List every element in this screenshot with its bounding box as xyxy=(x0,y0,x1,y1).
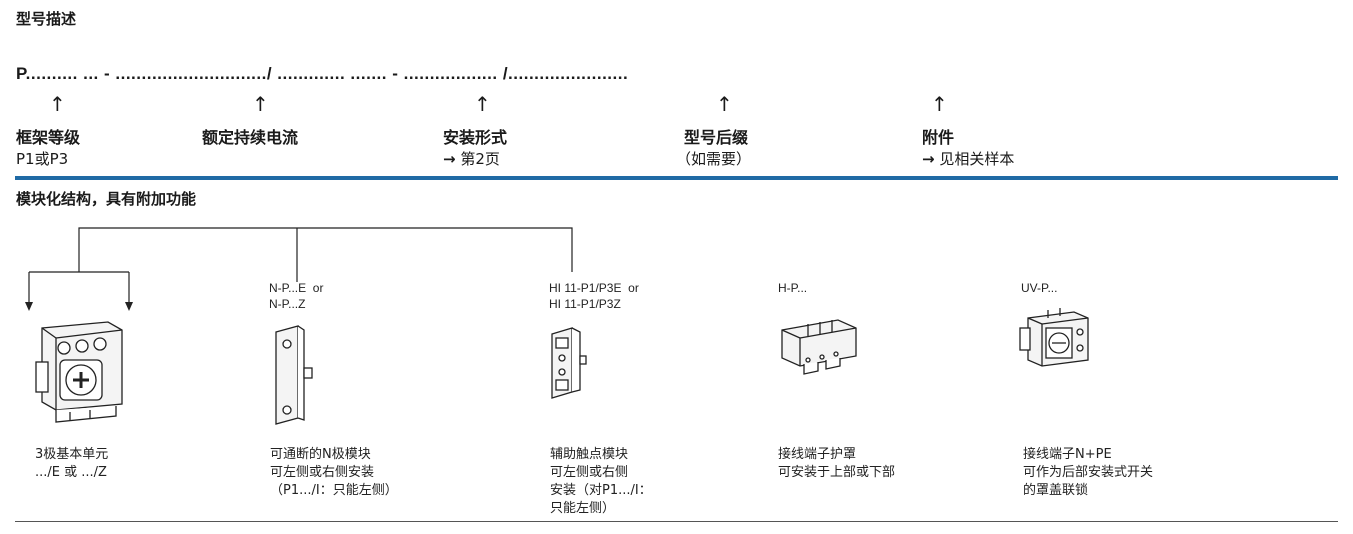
item-name-terminal-npe: UV-P... xyxy=(1021,281,1058,295)
arrow-up-icon: ↑ xyxy=(931,92,948,116)
field-sub-frame-size: P1或P3 xyxy=(16,150,69,168)
field-sub-mounting-type: → 第2页 xyxy=(443,150,500,168)
item-desc-aux-contact-module: 辅助触点模块 可左侧或右侧 安装（对P1.../I： 只能左侧） xyxy=(550,447,652,516)
field-label-accessories: 附件 xyxy=(922,128,955,147)
field-label-mounting-type: 安装形式 xyxy=(443,128,508,147)
field-sub-accessories: → 见相关样本 xyxy=(922,150,1015,168)
item-desc-terminal-shroud: 接线端子护罩 可安装于上部或下部 xyxy=(778,447,896,480)
item-name-aux-contact-module: HI 11-P1/P3E or HI 11-P1/P3Z xyxy=(549,281,639,311)
item-desc-terminal-npe: 接线端子N+PE 可作为后部安装式开关 的罩盖联锁 xyxy=(1023,447,1154,498)
item-desc-n-pole-module: 可通断的N极模块 可左侧或右侧安装 （P1.../I：只能左侧） xyxy=(270,447,398,498)
item-name-n-pole-module: N-P...E or N-P...Z xyxy=(269,281,324,311)
arrow-right-icon: → xyxy=(922,150,935,168)
terminal-npe-icon xyxy=(1019,308,1089,367)
section-title-model-description: 型号描述 xyxy=(16,10,77,28)
arrow-up-icon: ↑ xyxy=(49,92,66,116)
item-name-terminal-shroud: H-P... xyxy=(778,281,808,295)
bottom-divider xyxy=(15,521,1338,522)
arrow-up-icon: ↑ xyxy=(474,92,491,116)
arrow-right-icon: → xyxy=(443,150,456,168)
field-label-rated-current: 额定持续电流 xyxy=(202,128,299,147)
arrow-up-icon: ↑ xyxy=(716,92,733,116)
field-label-frame-size: 框架等级 xyxy=(16,128,81,147)
field-label-suffix: 型号后缀 xyxy=(684,128,749,147)
aux-contact-module-icon xyxy=(551,327,587,399)
section-divider xyxy=(15,176,1338,180)
n-pole-module-icon xyxy=(275,325,313,425)
model-code-pattern: P.......... ... - ......................… xyxy=(16,64,629,83)
base-unit-3pole-icon xyxy=(35,321,123,423)
terminal-shroud-icon xyxy=(781,319,857,375)
arrow-up-icon: ↑ xyxy=(252,92,269,116)
field-sub-suffix: （如需要） xyxy=(676,150,752,168)
section-title-modular-structure: 模块化结构，具有附加功能 xyxy=(16,190,197,208)
item-desc-base-unit: 3极基本单元 .../E 或 .../Z xyxy=(35,447,109,480)
